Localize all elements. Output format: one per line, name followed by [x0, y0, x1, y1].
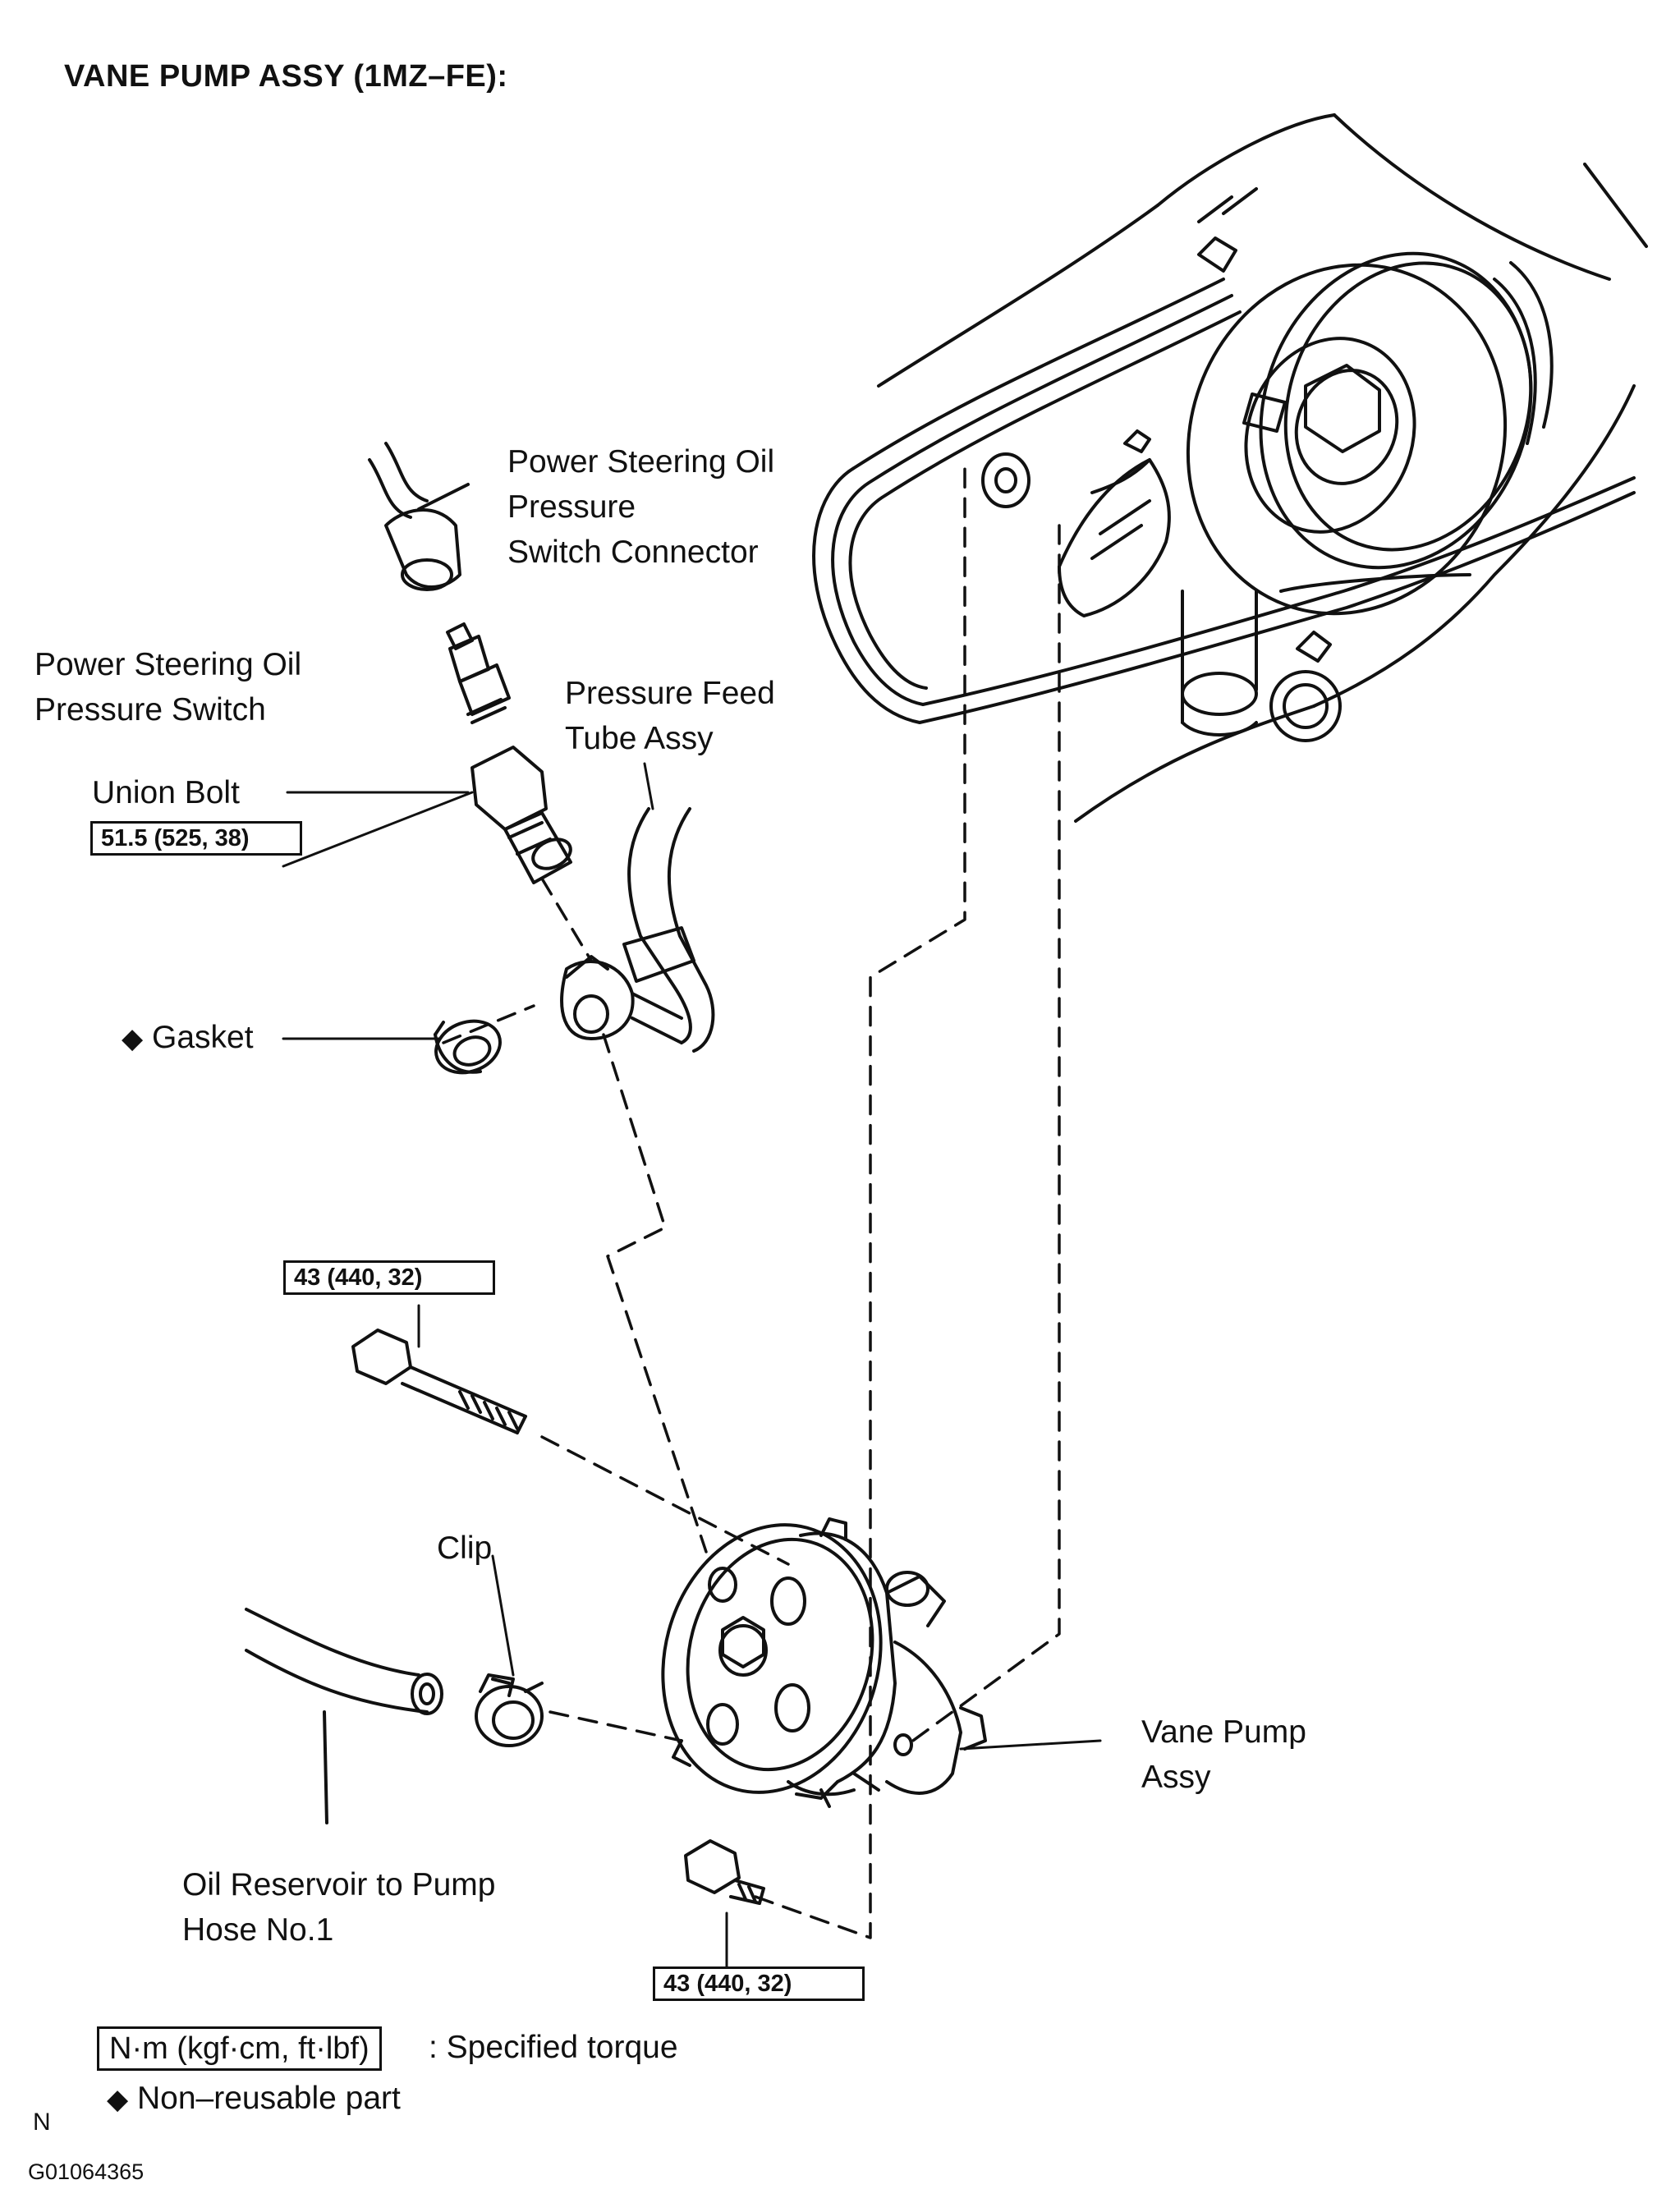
tensioner-bracket	[981, 236, 1342, 742]
torque-union-bolt: 51.5 (525, 38)	[90, 821, 302, 856]
long-bolt	[351, 1329, 527, 1434]
assembly-dashed-lines	[442, 458, 1061, 1939]
drive-belt	[812, 278, 1636, 724]
pressure-switch	[446, 622, 511, 724]
legend-torque-unit-box: N·m (kgf·cm, ft·lbf)	[97, 2026, 382, 2071]
label-feed-line1: Pressure Feed	[565, 676, 775, 711]
figure-code: G01064365	[28, 2159, 145, 2184]
gasket-part	[434, 1019, 502, 1075]
reservoir-hose	[245, 1608, 443, 1824]
switch-connector	[368, 442, 470, 591]
label-switch-line2: Pressure Switch	[34, 692, 266, 727]
torque-long-bolt: 43 (440, 32)	[283, 1260, 495, 1295]
footer-letter: N	[33, 2109, 51, 2136]
label-pump-line1: Vane Pump	[1141, 1714, 1306, 1750]
label-union-bolt: Union Bolt	[92, 775, 240, 810]
label-switch-line1: Power Steering Oil	[34, 647, 302, 682]
label-hose-line1: Oil Reservoir to Pump	[182, 1867, 496, 1902]
legend-non-reusable: ◆ Non–reusable part	[107, 2076, 401, 2123]
label-pump-line2: Assy	[1141, 1760, 1211, 1795]
hose-clip	[475, 1673, 544, 1747]
crank-pulley	[1186, 251, 1554, 616]
label-gasket: ◆ Gasket	[122, 1015, 254, 1062]
label-connector-line3: Switch Connector	[507, 535, 759, 570]
label-hose-line2: Hose No.1	[182, 1912, 334, 1948]
label-connector-line2: Pressure	[507, 489, 636, 525]
vane-pump	[661, 1517, 987, 1808]
label-clip: Clip	[437, 1531, 493, 1566]
lower-bolt	[684, 1839, 765, 1905]
gasket-text: Gasket	[152, 1020, 254, 1055]
pressure-feed-tube	[560, 807, 715, 1053]
torque-lower-bolt: 43 (440, 32)	[653, 1966, 865, 2001]
diagram-title: VANE PUMP ASSY (1MZ–FE):	[64, 59, 508, 94]
legend-diamond-icon: ◆	[107, 2084, 129, 2115]
non-reusable-diamond-icon: ◆	[122, 1023, 144, 1054]
leader-lines	[282, 762, 1102, 1968]
label-connector-line1: Power Steering Oil	[507, 444, 775, 480]
label-feed-line2: Tube Assy	[565, 721, 714, 756]
legend-non-reusable-text: Non–reusable part	[137, 2081, 401, 2116]
engine-outline	[877, 113, 1648, 823]
legend-torque-desc: : Specified torque	[429, 2030, 678, 2065]
union-bolt	[470, 746, 572, 884]
